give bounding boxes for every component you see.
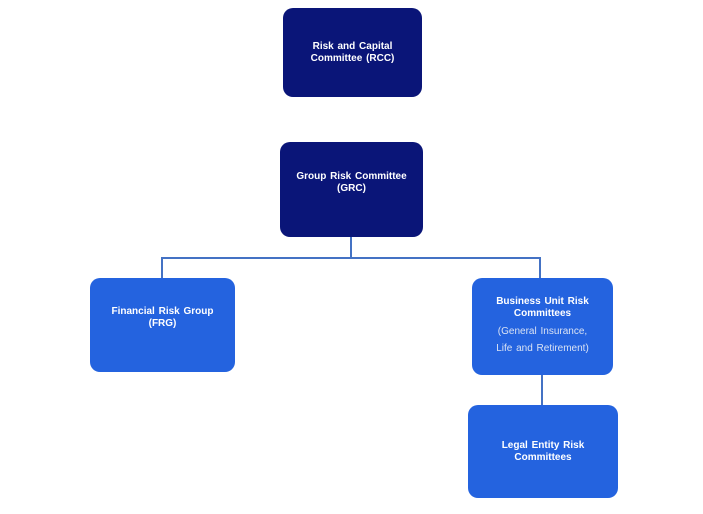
- connector-grc-to-frg: [161, 257, 163, 278]
- node-title-line: Committees: [513, 307, 572, 319]
- connector-grc-stem: [350, 237, 352, 258]
- node-title-line: (FRG): [148, 318, 177, 329]
- node-title: Group Risk Committee (GRC): [296, 171, 406, 195]
- node-title-line: Business Unit Risk: [496, 295, 589, 307]
- node-risk-and-capital-committee: Risk and Capital Committee (RCC): [283, 8, 422, 97]
- connector-crossbar: [161, 257, 541, 259]
- node-title-line: (GRC): [337, 182, 366, 194]
- node-title: Legal Entity Risk Committees: [502, 440, 585, 464]
- node-subtitle-line: (General Insurance,: [497, 325, 588, 337]
- connector-grc-to-business-unit: [539, 257, 541, 278]
- node-financial-risk-group: Financial Risk Group (FRG): [90, 278, 235, 372]
- node-title: Financial Risk Group (FRG): [111, 306, 213, 330]
- node-group-risk-committee: Group Risk Committee (GRC): [280, 142, 423, 237]
- node-title-line: Financial Risk Group: [111, 306, 214, 317]
- connector-business-unit-to-legal-entity: [541, 375, 543, 405]
- node-title-line: Committee (RCC): [310, 52, 395, 64]
- node-business-unit-risk-committees: Business Unit Risk Committees (General I…: [472, 278, 613, 375]
- node-legal-entity-risk-committees: Legal Entity Risk Committees: [468, 405, 618, 498]
- node-title: Business Unit Risk Committees: [496, 296, 589, 320]
- node-title-line: Group Risk Committee: [296, 170, 407, 182]
- node-title-line: Risk and Capital: [312, 40, 393, 52]
- node-title-line: Legal Entity Risk: [501, 439, 585, 451]
- node-subtitle-line: Life and Retirement): [496, 343, 589, 354]
- node-title-line: Committees: [514, 451, 572, 463]
- node-subtitle: (General Insurance, Life and Retirement): [496, 323, 589, 358]
- node-title: Risk and Capital Committee (RCC): [311, 41, 395, 65]
